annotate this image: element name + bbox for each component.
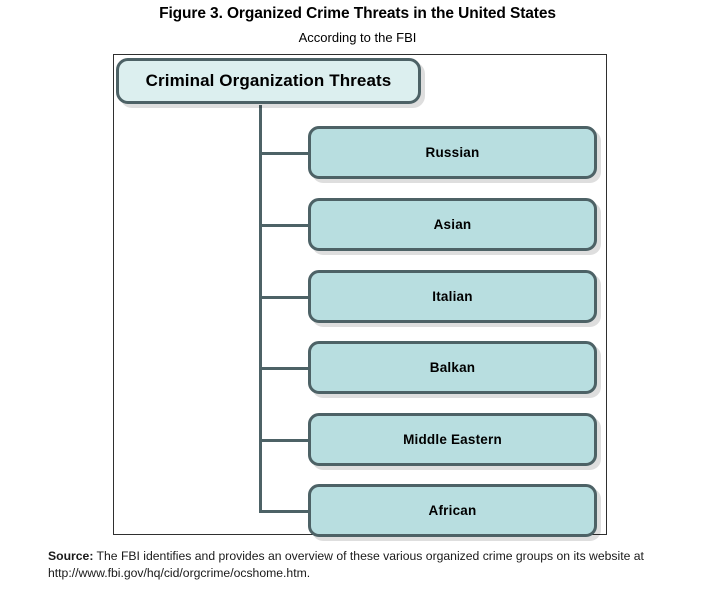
node-balkan[interactable]: Balkan: [308, 341, 597, 394]
node-label-asian: Asian: [433, 217, 472, 232]
connector-branch-african: [259, 510, 311, 513]
node-asian[interactable]: Asian: [308, 198, 597, 251]
node-label-russian: Russian: [425, 145, 480, 160]
connector-branch-asian: [259, 224, 311, 227]
connector-branch-italian: [259, 296, 311, 299]
source-label: Source:: [48, 549, 94, 563]
node-label-italian: Italian: [432, 289, 473, 304]
source-note: Source: The FBI identifies and provides …: [48, 548, 693, 581]
figure-subtitle: According to the FBI: [298, 30, 417, 45]
node-label-african: African: [428, 503, 477, 518]
node-label-balkan: Balkan: [429, 360, 476, 375]
node-label-root: Criminal Organization Threats: [145, 71, 392, 90]
node-middle-eastern[interactable]: Middle Eastern: [308, 413, 597, 466]
node-criminal-organization-threats[interactable]: Criminal Organization Threats: [116, 58, 421, 104]
source-text: The FBI identifies and provides an overv…: [48, 549, 644, 580]
node-russian[interactable]: Russian: [308, 126, 597, 179]
connector-branch-middle-eastern: [259, 439, 311, 442]
connector-branch-russian: [259, 152, 311, 155]
connector-branch-balkan: [259, 367, 311, 370]
node-african[interactable]: African: [308, 484, 597, 537]
node-label-middle-eastern: Middle Eastern: [403, 432, 502, 447]
page-title: Figure 3. Organized Crime Threats in the…: [159, 5, 556, 22]
node-italian[interactable]: Italian: [308, 270, 597, 323]
connector-trunk-vertical: [259, 105, 262, 511]
